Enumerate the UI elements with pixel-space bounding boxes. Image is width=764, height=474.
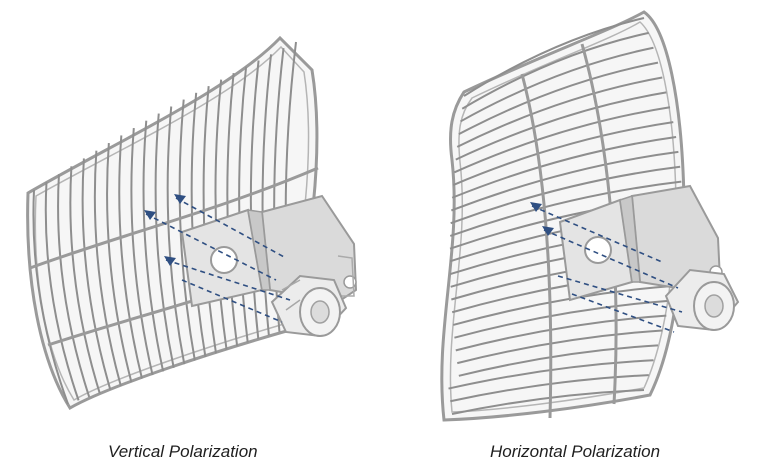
grid-rib	[461, 31, 649, 110]
vertical-polarization-figure	[0, 0, 382, 430]
grid-ribs	[32, 41, 297, 405]
grid-rib	[463, 17, 645, 97]
arrow-heads	[530, 202, 554, 236]
mount-hole	[210, 246, 238, 274]
support-bar-top	[29, 166, 319, 270]
grid-rib	[154, 113, 175, 369]
grid-rib	[214, 79, 228, 350]
support-bar-right	[580, 43, 618, 405]
dish-inner-rim	[449, 21, 677, 413]
horizontal-polarization-figure	[382, 0, 764, 430]
mount-arm-side	[247, 209, 271, 291]
grid-rib	[238, 66, 249, 343]
grid-rib	[57, 174, 91, 398]
mount-slot	[337, 255, 355, 297]
grid-rib	[449, 180, 682, 237]
grid-rib	[142, 120, 165, 372]
mount-arm-side	[619, 194, 641, 283]
grid-rib	[93, 150, 122, 387]
caption-vertical-polarization: Vertical Polarization	[108, 442, 258, 461]
grid-antenna-vertical-icon	[26, 35, 358, 411]
grid-rib	[452, 284, 674, 326]
grid-rib	[455, 91, 667, 161]
support-bar-left	[520, 73, 553, 419]
assembly-arrows	[531, 205, 683, 333]
grid-rib	[451, 136, 677, 199]
feed-head	[270, 274, 348, 338]
assembly-arrows	[145, 197, 291, 323]
grid-rib	[69, 166, 101, 394]
grid-rib	[273, 48, 285, 332]
grid-rib	[118, 135, 143, 379]
grid-rib	[178, 99, 196, 361]
grid-rib	[456, 76, 663, 148]
grid-rib	[261, 54, 273, 336]
grid-rib	[190, 92, 207, 358]
grid-rib	[226, 73, 239, 347]
arrow-heads	[144, 194, 186, 266]
grid-rib	[81, 158, 112, 390]
grid-rib	[450, 150, 679, 212]
grid-rib	[44, 182, 80, 401]
grid-rib	[454, 106, 671, 174]
grid-rib	[166, 106, 186, 365]
grid-rib	[451, 389, 645, 415]
grid-rib	[202, 86, 217, 354]
grid-rib	[454, 299, 671, 339]
grid-rib	[452, 121, 674, 186]
grid-rib	[458, 61, 659, 136]
caption-horizontal-polarization: Horizontal Polarization	[490, 442, 661, 461]
grid-rib	[458, 344, 659, 377]
grid-rib	[460, 46, 654, 123]
grid-rib	[455, 314, 667, 352]
grid-rib	[106, 142, 133, 383]
grid-rib	[457, 329, 663, 365]
grid-rib	[450, 165, 681, 225]
grid-rib	[130, 127, 154, 376]
grid-rib	[249, 60, 260, 339]
feed-head	[664, 268, 740, 332]
grid-rib	[32, 189, 69, 405]
grid-antenna-horizontal-icon	[440, 10, 740, 422]
